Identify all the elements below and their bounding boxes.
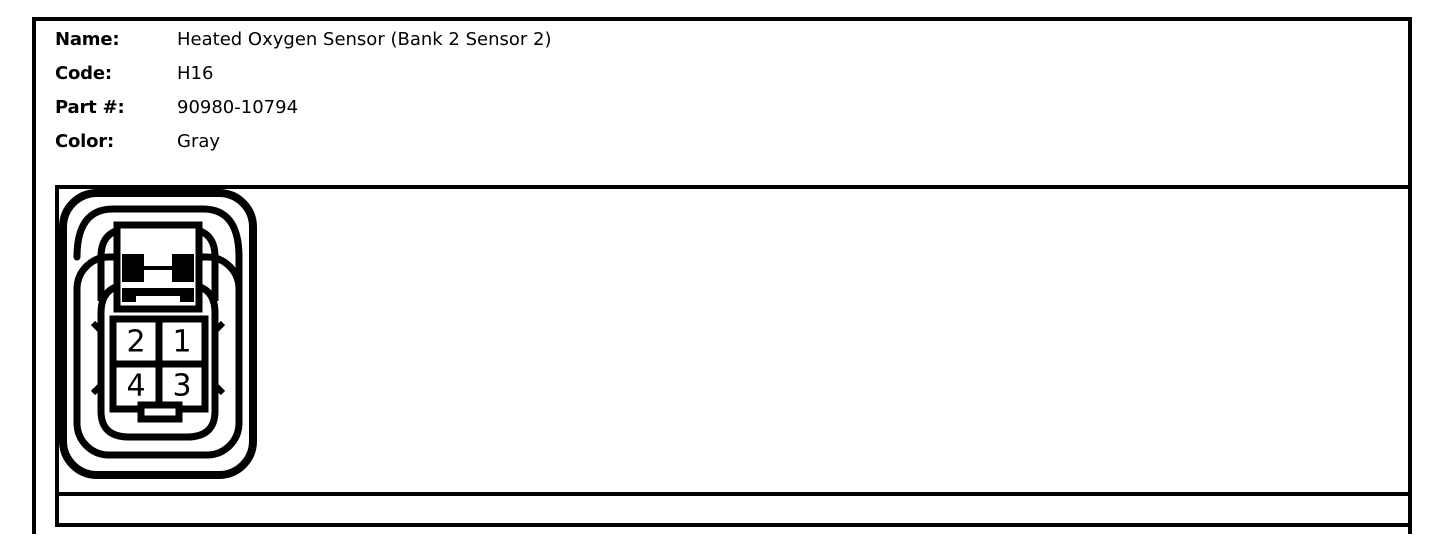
connector-right-notch [212,320,226,396]
panel-divider-line [55,492,1412,496]
info-label-part-number: Part #: [55,97,125,118]
pin-number-4: 4 [126,369,145,404]
latch-lower-lip [122,288,194,302]
info-label-name: Name: [55,29,120,50]
latch-h-profile [122,254,194,282]
pin-number-2: 2 [126,325,145,360]
info-row-code: Code: H16 [55,61,955,95]
pin-number-3: 3 [172,369,191,404]
connector-upper-shoulder-outline [73,205,243,299]
pin-number-1: 1 [172,325,191,360]
info-label-code: Code: [55,63,112,84]
part-info-block: Name: Heated Oxygen Sensor (Bank 2 Senso… [55,27,955,163]
outer-frame-left-border [32,17,36,534]
outer-frame-top-border [32,17,1412,21]
keying-tab [137,401,183,423]
connector-svg: 2 1 4 3 [59,189,257,479]
connector-left-notch [90,320,104,396]
connector-outer-shell [59,189,257,479]
info-label-color: Color: [55,131,114,152]
info-row-part-number: Part #: 90980-10794 [55,95,955,129]
info-row-name: Name: Heated Oxygen Sensor (Bank 2 Senso… [55,27,955,61]
info-value-code: H16 [177,63,214,84]
connector-diagram-panel [55,185,1412,527]
info-value-color: Gray [177,131,221,152]
connector-illustration: 2 1 4 3 [55,185,285,485]
info-row-color: Color: Gray [55,129,955,163]
info-value-name: Heated Oxygen Sensor (Bank 2 Sensor 2) [177,29,552,50]
info-value-part-number: 90980-10794 [177,97,299,118]
